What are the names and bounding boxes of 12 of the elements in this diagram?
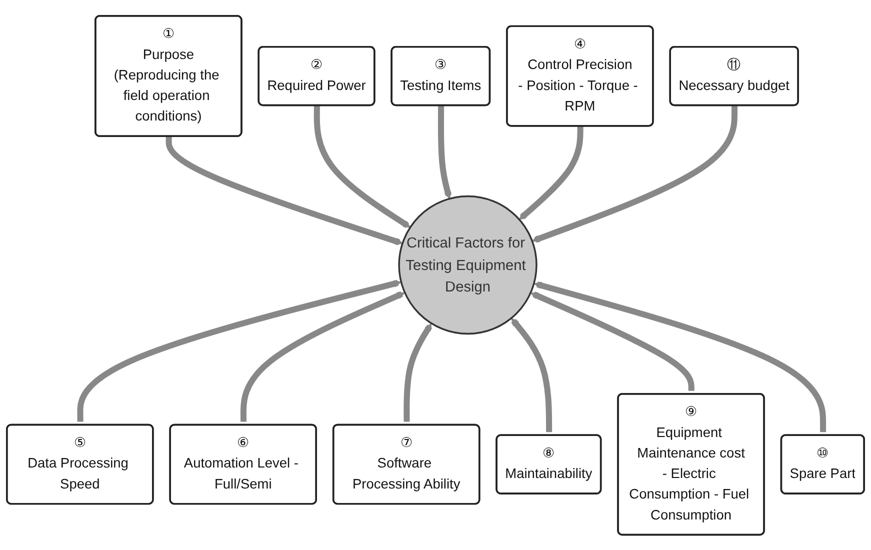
arrow (438, 105, 452, 199)
arrow (166, 136, 403, 245)
arrow (534, 281, 826, 432)
arrow (519, 126, 584, 220)
arrow (532, 105, 738, 242)
arrow (314, 105, 411, 228)
arrow (240, 290, 405, 422)
arrow (511, 318, 552, 432)
arrow (404, 323, 432, 422)
node-circle: Critical Factors for Testing Equipment Design (398, 195, 538, 334)
arrow (530, 291, 694, 391)
arrow (77, 280, 402, 422)
